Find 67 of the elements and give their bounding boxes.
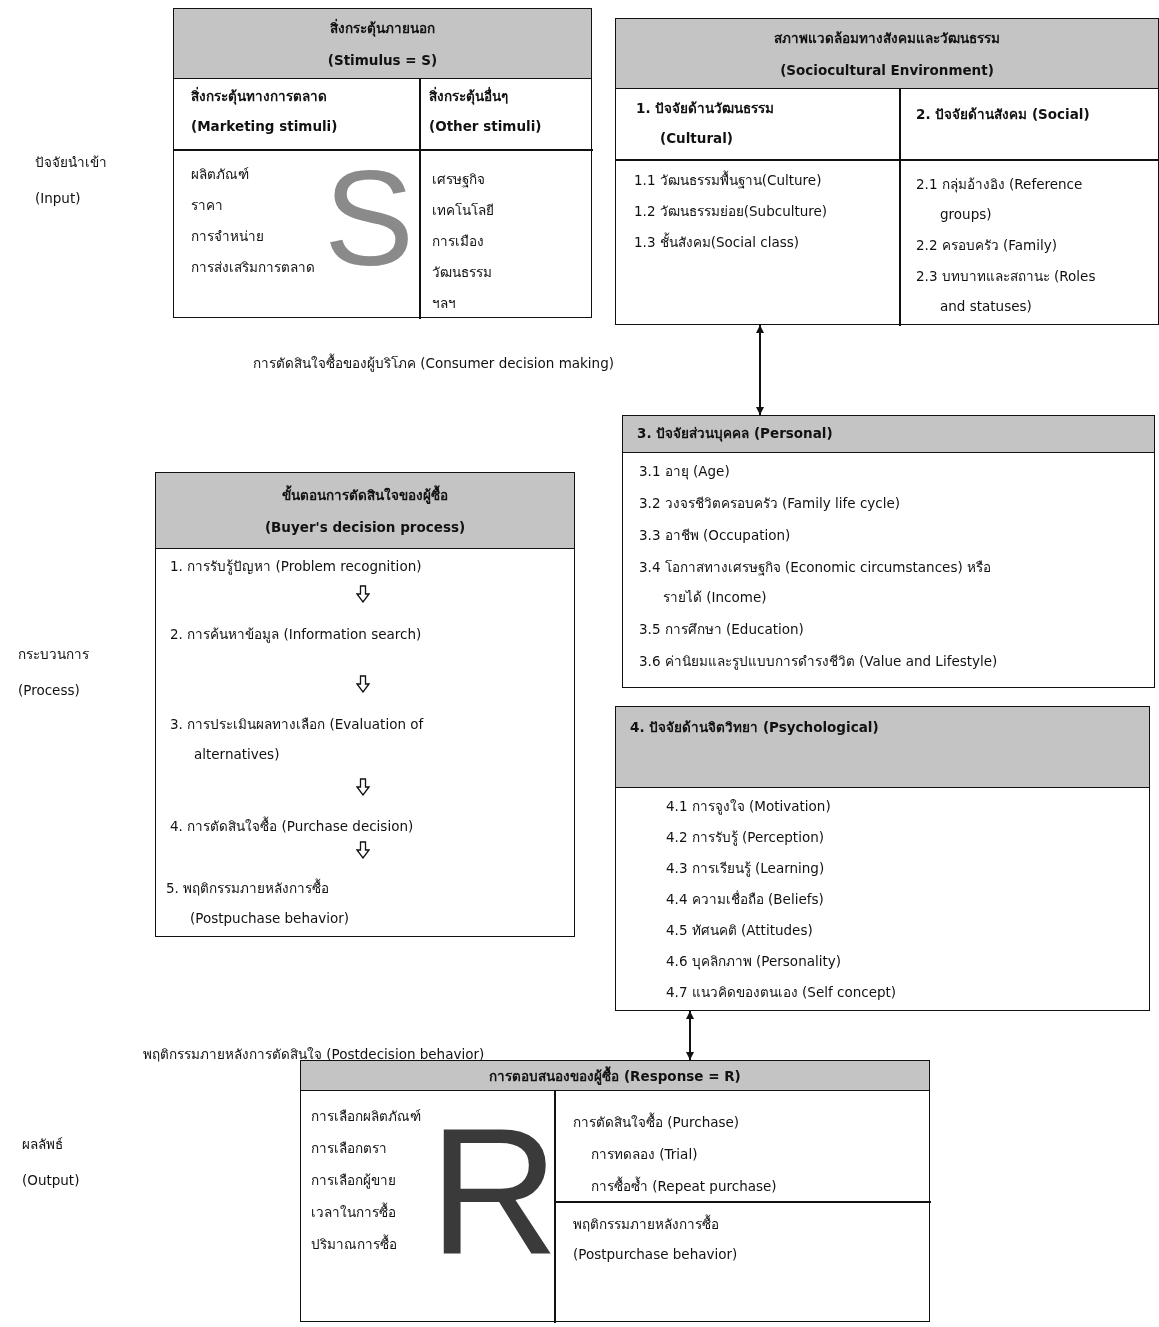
list-item: การซื้อซ้ำ (Repeat purchase) xyxy=(591,1175,777,1196)
table-heading: สิ่งกระตุ้นภายนอก (Stimulus = S) xyxy=(174,9,591,79)
table-box xyxy=(300,1060,930,1322)
list-item: การจำหน่าย xyxy=(191,227,264,246)
list-item: 4.1 การจูงใจ (Motivation) xyxy=(666,797,831,817)
table-box xyxy=(173,8,592,318)
list-item: เทคโนโลยี xyxy=(432,201,494,220)
column-heading: 1. ปัจจัยด้านวัฒนธรรม (Cultural) xyxy=(636,99,776,148)
list-item: 3.1 อายุ (Age) xyxy=(639,462,730,482)
caption-text: การตัดสินใจซื้อของผู้บริโภค (Consumer decision making) xyxy=(253,352,615,374)
list-item: 1. การรับรู้ปัญหา (Problem recognition) xyxy=(170,557,422,577)
table-box xyxy=(155,472,575,937)
list-item: 2.3 บทบาทและสถานะ (Roles and statuses) xyxy=(916,267,1097,316)
list-item: ผลิตภัณฑ์ xyxy=(191,165,249,184)
list-item: 2. การค้นหาข้อมูล (Information search) xyxy=(170,625,422,645)
list-item: การส่งเสริมการตลาด xyxy=(191,258,315,277)
list-item: 2.1 กลุ่มอ้างอิง (Reference groups) xyxy=(916,175,1084,224)
list-item: ราคา xyxy=(191,196,223,215)
list-item: การทดลอง (Trial) xyxy=(591,1145,698,1164)
table-heading: ขั้นตอนการตัดสินใจของผู้ซื้อ (Buyer's decision process) xyxy=(156,473,574,549)
list-item: วัฒนธรรม xyxy=(432,263,492,282)
column-heading: สิ่งกระตุ้นทางการตลาด (Marketing stimuli) xyxy=(191,86,339,136)
list-item: การเลือกผู้ขาย xyxy=(311,1171,396,1191)
list-item: 3.5 การศึกษา (Education) xyxy=(639,620,804,639)
list-item: 4.5 ทัศนคติ (Attitudes) xyxy=(666,921,813,940)
big-letter: R xyxy=(429,1101,559,1281)
list-item: 4.2 การรับรู้ (Perception) xyxy=(666,828,824,848)
table-heading: สภาพแวดล้อมทางสังคมและวัฒนธรรม (Sociocultural Environment) xyxy=(616,19,1158,89)
double-arrow xyxy=(756,324,764,416)
list-item: 4. การตัดสินใจซื้อ (Purchase decision) xyxy=(170,815,414,836)
list-item: 5. พฤติกรรมภายหลังการซื้อ (Postpuchase behavior) xyxy=(166,877,351,928)
table-box xyxy=(622,415,1155,688)
list-item: การเมือง xyxy=(432,232,484,251)
table-box xyxy=(615,706,1150,1011)
big-letter: S xyxy=(324,151,415,286)
list-item: 4.4 ความเชื่อถือ (Beliefs) xyxy=(666,889,824,909)
list-item: 3.3 อาชีพ (Occupation) xyxy=(639,526,791,545)
list-item: เศรษฐกิจ xyxy=(432,170,485,190)
list-item: 4.3 การเรียนรู้ (Learning) xyxy=(666,859,825,879)
list-item: 3.2 วงจรชีวิตครอบครัว (Family life cycle) xyxy=(639,494,901,513)
table-heading: การตอบสนองของผู้ซื้อ (Response = R) xyxy=(301,1061,929,1091)
list-item: ฯลฯ xyxy=(432,294,456,313)
caption-text: พฤติกรรมภายหลังการตัดสินใจ (Postdecision behavior) xyxy=(143,1045,486,1064)
list-item: 1.1 วัฒนธรรมพื้นฐาน(Culture) xyxy=(634,169,822,191)
section-label: ปัจจัยนำเข้า (Input) xyxy=(35,153,108,208)
column-heading: 2. ปัจจัยด้านสังคม (Social) xyxy=(916,105,1090,124)
table-heading: 3. ปัจจัยส่วนบุคคล (Personal) xyxy=(623,416,1154,453)
list-item: 3. การประเมินผลทางเลือก (Evaluation of alternatives) xyxy=(170,715,425,764)
list-item: 2.2 ครอบครัว (Family) xyxy=(916,236,1058,255)
list-item: 3.6 ค่านิยมและรูปแบบการดำรงชีวิต (Value and Lifestyle) xyxy=(639,652,998,672)
list-item: 1.2 วัฒนธรรมย่อย(Subculture) xyxy=(634,202,828,221)
column-heading: สิ่งกระตุ้นอื่นๆ (Other stimuli) xyxy=(429,86,543,136)
list-item: 3.4 โอกาสทางเศรษฐกิจ (Economic circumstances) หรือรายได้ (Income) xyxy=(639,558,992,607)
list-item: ปริมาณการซื้อ xyxy=(311,1233,397,1254)
list-item: เวลาในการซื้อ xyxy=(311,1201,396,1222)
list-item: 1.3 ชั้นสังคม(Social class) xyxy=(634,231,800,252)
list-item: พฤติกรรมภายหลังการซื้อ (Postpurchase behavior) xyxy=(573,1213,739,1264)
section-label: กระบวนการ (Process) xyxy=(18,645,90,700)
section-label: ผลลัพธ์ (Output) xyxy=(22,1135,81,1190)
list-item: การเลือกตรา xyxy=(311,1139,387,1158)
table-box xyxy=(615,18,1159,325)
table-heading: 4. ปัจจัยด้านจิตวิทยา (Psychological) xyxy=(616,707,1149,788)
list-item: 4.7 แนวคิดของตนเอง (Self concept) xyxy=(666,983,897,1002)
list-item: การเลือกผลิตภัณฑ์ xyxy=(311,1107,421,1126)
list-item: 4.6 บุคลิกภาพ (Personality) xyxy=(666,952,841,972)
list-item: การตัดสินใจซื้อ (Purchase) xyxy=(573,1111,740,1132)
double-arrow xyxy=(686,1010,694,1061)
